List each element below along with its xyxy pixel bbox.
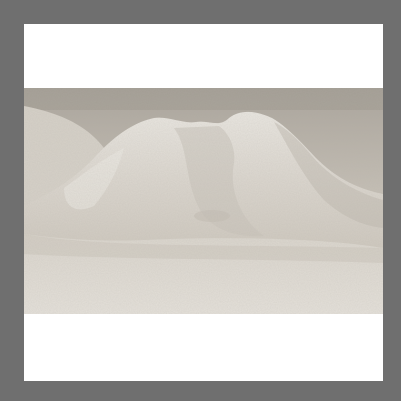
white-mat <box>24 24 383 381</box>
powder-pile-illustration <box>24 88 383 314</box>
grain-texture <box>24 88 383 314</box>
powder-pile-photo <box>24 88 383 314</box>
